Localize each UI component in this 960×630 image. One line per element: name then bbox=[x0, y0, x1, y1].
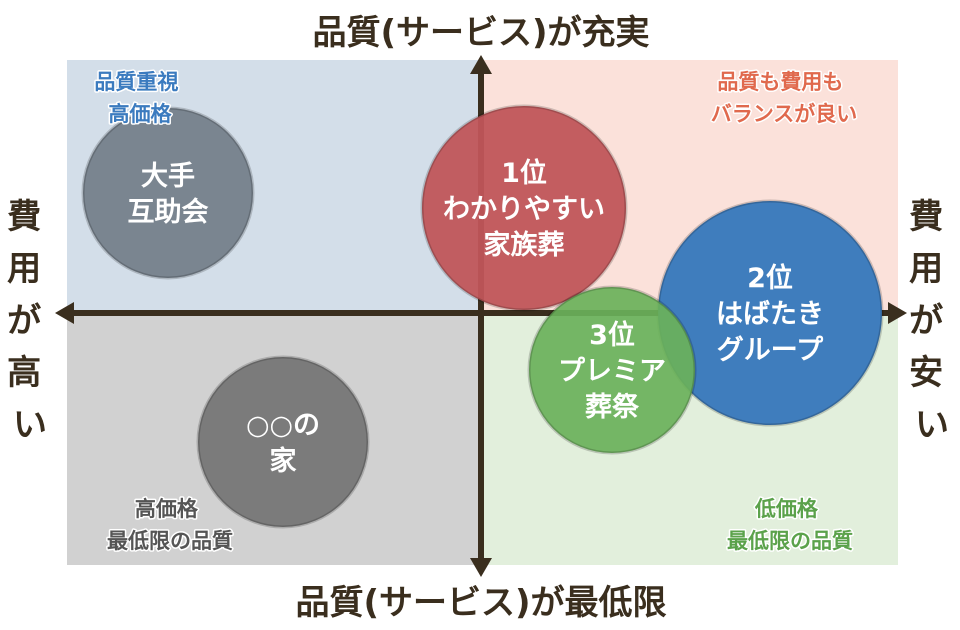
axis-label-bottom: 品質(サービス)が最低限 bbox=[295, 583, 666, 623]
quadrant-label-bottom-left: 高価格 最低限の品質 bbox=[107, 497, 233, 553]
circle-label: 3位プレミア葬祭 bbox=[558, 319, 666, 423]
circle-shape bbox=[527, 285, 697, 455]
circle-label: 2位はばたきグループ bbox=[716, 262, 824, 366]
axis-label-left: 費 用 が 高 い bbox=[7, 197, 53, 445]
axis-label-top: 品質(サービス)が充実 bbox=[312, 13, 649, 53]
circle-shape bbox=[420, 104, 628, 312]
circle-wakariyasui-kazokusou: 1位わかりやすい家族葬 bbox=[420, 104, 628, 312]
circle-label: 1位わかりやすい家族葬 bbox=[443, 157, 605, 261]
circle-shape bbox=[81, 106, 255, 280]
circle-label: 大手互助会 bbox=[128, 161, 209, 228]
circle-premia-sousai: 3位プレミア葬祭 bbox=[527, 285, 697, 455]
quadrant-label-top-right: 品質も費用も バランスが良い bbox=[711, 70, 858, 126]
circle-shape bbox=[196, 355, 370, 529]
arrow-down-icon bbox=[470, 558, 492, 577]
circle-label: ○○の家 bbox=[246, 410, 320, 477]
axis-label-right: 費 用 が 安 い bbox=[909, 197, 955, 445]
arrow-up-icon bbox=[470, 55, 492, 74]
circle-ote-gojokai: 大手互助会 bbox=[81, 106, 255, 280]
arrow-right-icon bbox=[888, 302, 907, 324]
circle-maru-no-ie: ○○の家 bbox=[196, 355, 370, 529]
arrow-left-icon bbox=[55, 302, 74, 324]
quadrant-label-bottom-right: 低価格 最低限の品質 bbox=[727, 497, 853, 553]
quadrant-label-top-left: 品質重視 高価格 bbox=[94, 70, 185, 126]
